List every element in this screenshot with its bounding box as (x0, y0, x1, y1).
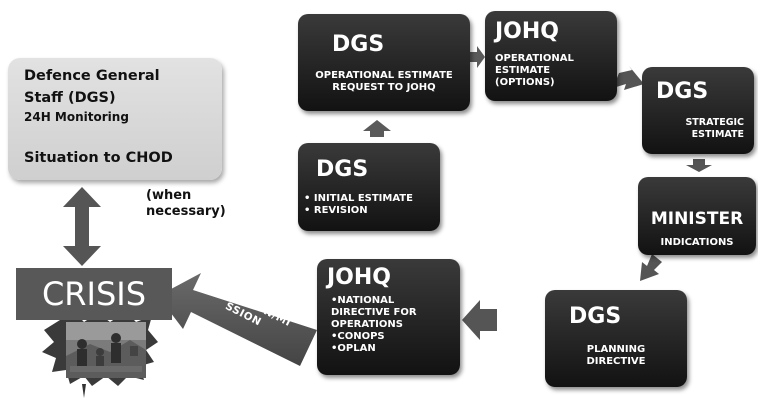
node-list-item: DIRECTIVE FOR (331, 307, 417, 318)
crisis-label: CRISIS (16, 268, 172, 320)
node-minister-indications: MINISTER INDICATIONS (638, 177, 756, 255)
staff-line-3: 24H Monitoring (24, 110, 129, 124)
node-list: • INITIAL ESTIMATE • REVISION (304, 193, 413, 217)
node-dgs-initial-estimate: DGS • INITIAL ESTIMATE • REVISION (298, 143, 440, 231)
node-line: ESTIMATE (495, 65, 551, 76)
crisis-spike (82, 384, 86, 398)
node-list: •NATIONAL DIRECTIVE FOR OPERATIONS •CONO… (331, 295, 417, 355)
node-text: OPERATIONAL ESTIMATE REQUEST TO JOHQ (298, 70, 470, 94)
arrow-planning-to-directive (462, 300, 497, 340)
node-dgs-strategic-estimate: DGS STRATEGIC ESTIMATE (642, 67, 754, 154)
arrow-initial-to-request (363, 120, 391, 137)
arrow-strategic-to-minister (686, 159, 712, 172)
staff-monitoring-box: Defence General Staff (DGS) 24H Monitori… (8, 58, 222, 180)
staff-line-2: Staff (DGS) (24, 90, 116, 106)
node-line: PLANNING (586, 344, 646, 355)
node-line: INDICATIONS (660, 237, 734, 248)
node-johq-operational-estimate: JOHQ OPERATIONAL ESTIMATE (OPTIONS) (485, 11, 617, 101)
node-title: DGS (332, 32, 385, 57)
node-dgs-planning-directive: DGS PLANNING DIRECTIVE (545, 290, 687, 387)
when-necessary-line2: necessary) (146, 204, 226, 219)
node-list-item: •NATIONAL (331, 295, 395, 306)
node-title: DGS (569, 304, 622, 329)
arrow-operation-mission (158, 273, 317, 366)
when-necessary-line1: (when (146, 188, 192, 203)
double-arrow-staff-crisis (63, 187, 101, 266)
node-line: (OPTIONS) (495, 77, 555, 88)
node-list-item: •CONOPS (331, 331, 385, 342)
node-line: ESTIMATE (691, 129, 744, 140)
crisis-image (42, 312, 158, 386)
node-title: JOHQ (327, 265, 392, 290)
node-title: MINISTER (650, 209, 744, 229)
node-text: PLANNING DIRECTIVE (545, 344, 687, 368)
node-list-item: • REVISION (304, 205, 368, 216)
node-dgs-operational-estimate-request: DGS OPERATIONAL ESTIMATE REQUEST TO JOHQ (298, 14, 470, 111)
node-line: STRATEGIC (685, 117, 744, 128)
arrow-request-to-johq (470, 46, 485, 68)
node-title: DGS (316, 157, 369, 182)
staff-line-1: Defence General (24, 68, 160, 84)
node-list-item: OPERATIONS (331, 319, 403, 330)
node-list-item: • INITIAL ESTIMATE (304, 193, 413, 204)
staff-line-4: Situation to CHOD (24, 150, 173, 166)
node-list-item: •OPLAN (331, 343, 376, 354)
node-line: OPERATIONAL ESTIMATE (315, 70, 453, 81)
node-line: REQUEST TO JOHQ (332, 82, 436, 93)
when-necessary-note: (when necessary) (146, 188, 226, 220)
node-johq-national-directive: JOHQ •NATIONAL DIRECTIVE FOR OPERATIONS … (317, 259, 460, 375)
node-text: INDICATIONS (638, 237, 756, 249)
node-line: DIRECTIVE (586, 356, 646, 367)
node-line: OPERATIONAL (495, 53, 574, 64)
node-title: DGS (656, 79, 709, 104)
node-title: JOHQ (495, 19, 560, 44)
node-text: STRATEGIC ESTIMATE (685, 117, 744, 141)
arrow-johq-to-strategic (613, 66, 644, 90)
node-text: OPERATIONAL ESTIMATE (OPTIONS) (495, 53, 574, 89)
arrow-minister-to-planning (640, 254, 662, 281)
